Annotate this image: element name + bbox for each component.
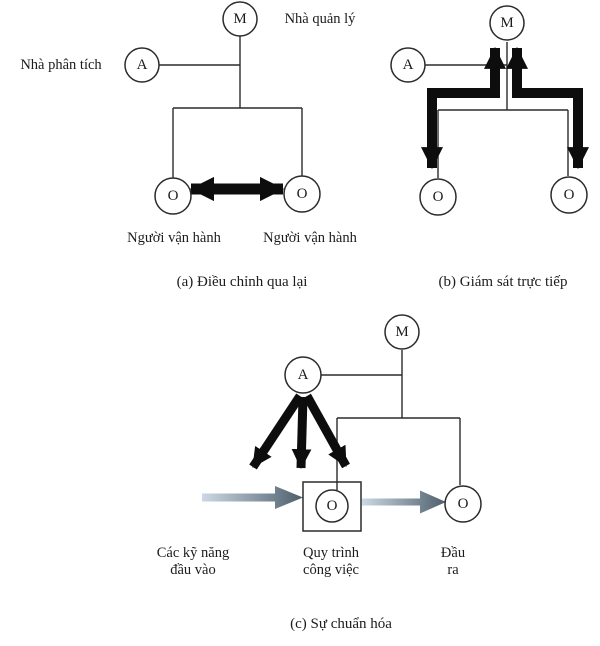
caption-b: (b) Giám sát trực tiếp	[438, 274, 568, 290]
analyst-label: Nhà phân tích	[20, 57, 102, 73]
standardization-fan-arrows	[249, 393, 350, 470]
manager-node-label-a: M	[233, 11, 247, 27]
supervision-thick-arrows	[420, 46, 590, 170]
manager-label: Nhà quản lý	[284, 11, 356, 27]
operator-left-circle-b	[419, 178, 457, 216]
work-process-label: Quy trình công việc	[303, 545, 359, 578]
operator-left-circle-a	[154, 177, 192, 215]
analyst-circle-a	[124, 47, 160, 83]
operator-right-node-label-a: O	[296, 186, 308, 202]
output-gradient-arrow	[362, 490, 446, 514]
operator-left-label: Người vận hành	[127, 230, 221, 246]
operator-right-node-label-b: O	[563, 187, 575, 203]
caption-a: (a) Điều chỉnh qua lại	[176, 274, 308, 290]
fan-arrow-right	[303, 393, 350, 469]
diagram-c-node-circles	[284, 314, 482, 523]
diagram-a-node-circles	[124, 1, 321, 215]
analyst-circle-c	[284, 356, 322, 394]
diagram-a-lines	[159, 36, 303, 178]
supervision-arrow-left	[420, 46, 507, 170]
manager-circle-c	[384, 314, 420, 350]
operator-right-label: Người vận hành	[263, 230, 357, 246]
input-gradient-arrow	[202, 486, 303, 509]
analyst-circle-b	[390, 47, 426, 83]
operator-left-node-label-b: O	[432, 189, 444, 205]
manager-node-label-b: M	[500, 15, 514, 31]
operator-right-circle-b	[550, 176, 588, 214]
operator-process-node-label-c: O	[326, 498, 338, 514]
input-skills-label: Các kỹ năng đầu vào	[156, 545, 230, 578]
caption-c: (c) Sự chuẩn hóa	[290, 616, 392, 632]
operator-output-node-label-c: O	[457, 496, 469, 512]
diagram-b-node-circles	[390, 5, 588, 216]
output-label: Đầu ra	[440, 545, 466, 578]
fan-arrow-left	[249, 393, 304, 470]
analyst-node-label-c: A	[297, 367, 309, 383]
manager-node-label-c: M	[395, 324, 409, 340]
diagram-c-lines	[321, 350, 461, 489]
supervision-arrow-right	[505, 46, 590, 170]
fan-arrow-middle	[291, 396, 312, 469]
manager-circle-a	[222, 1, 258, 37]
analyst-node-label-b: A	[402, 57, 414, 73]
operator-process-circle-c	[315, 489, 349, 523]
operator-output-circle-c	[444, 485, 482, 523]
analyst-node-label-a: A	[136, 57, 148, 73]
operator-left-node-label-a: O	[167, 188, 179, 204]
manager-circle-b	[489, 5, 525, 41]
operator-right-circle-a	[283, 175, 321, 213]
